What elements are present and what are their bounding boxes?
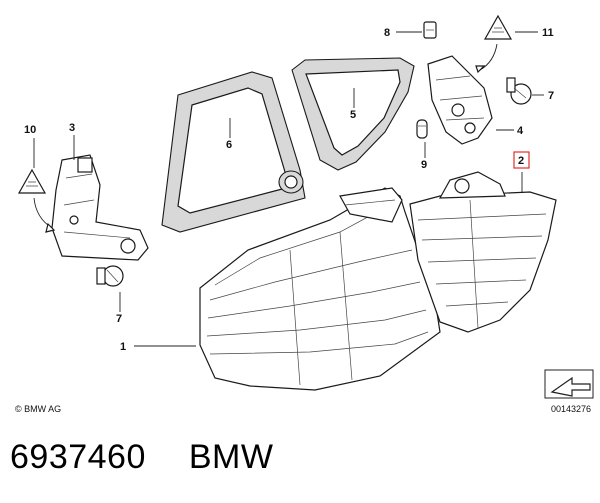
callout-6: 6 [226,139,232,151]
callout-7-left: 7 [116,313,122,325]
grommet-8 [423,21,437,39]
parts-diagram: 8 11 7 4 9 2 5 6 10 3 7 1 [17,14,594,399]
callout-7-right: 7 [548,90,554,102]
warning-triangle-right-icon [483,14,513,40]
part-number: 6937460 [10,438,146,476]
diagram-reference-number: 00143276 [551,404,592,414]
bulb-7-right [506,77,532,105]
bulb-holder-4 [427,55,493,145]
callout-5: 5 [350,109,356,121]
gasket-5 [291,57,415,171]
callout-9: 9 [421,159,427,171]
callout-10: 10 [24,124,36,136]
callout-4: 4 [517,125,524,137]
gasket-6 [161,71,306,233]
bulb-holder-3 [51,154,149,261]
leader-lines [33,31,544,347]
footer: 6937460 BMW [10,438,273,477]
callout-3: 3 [69,122,75,134]
callout-1: 1 [120,341,126,353]
tail-light-2 [409,171,557,333]
bulb-7-left [96,265,124,287]
orientation-arrow-icon [544,369,594,399]
callout-2: 2 [518,155,524,167]
callout-2-highlight [513,151,530,169]
callout-8: 8 [384,27,390,39]
warning-triangle-left-icon [17,168,47,194]
brand-name: BMW [188,438,274,476]
tail-light-1 [199,187,441,391]
arrow-left [33,197,53,229]
callout-11: 11 [542,27,554,39]
bulb-9 [416,119,428,139]
copyright-text: © BMW AG [15,404,62,414]
